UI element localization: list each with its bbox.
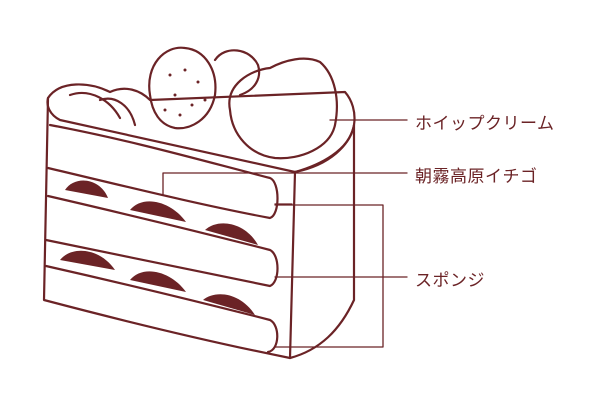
label-whipped-cream: ホイップクリーム [415,114,555,134]
sponge-layer-2 [44,194,279,288]
sponge-layer-3 [44,264,279,354]
strawberry-top-1 [148,46,217,130]
sponge-layer-1 [46,123,279,220]
strawberry-top-2 [213,49,261,97]
strawberry-slices [60,180,258,315]
cake-top-cream [46,83,356,174]
cream-dollop [228,57,338,160]
cream-swirl [68,91,137,127]
cake-side-face [288,123,356,360]
leader-sponge [274,204,408,348]
label-sponge: スポンジ [415,271,485,291]
cake-front-outline [42,96,297,360]
leader-strawberry [162,172,408,205]
strawberry-seeds [163,68,207,117]
label-strawberry: 朝霧高原イチゴ [415,167,538,187]
